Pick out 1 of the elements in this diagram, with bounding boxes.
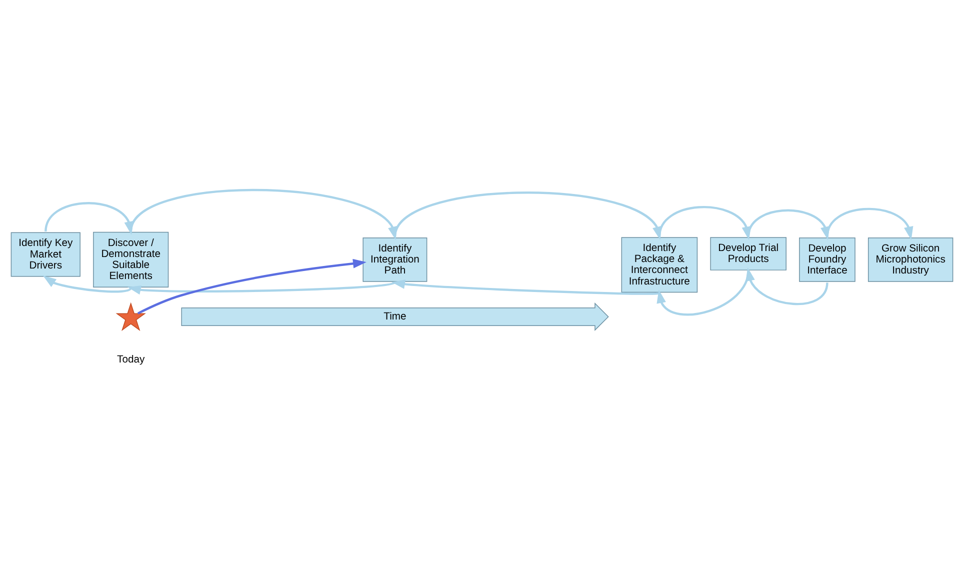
node-label: Today xyxy=(117,354,145,366)
